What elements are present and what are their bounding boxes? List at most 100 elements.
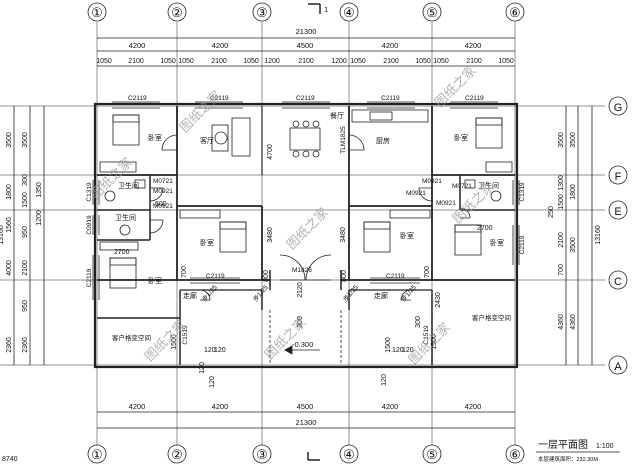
dim-left-inner: 950 <box>22 226 29 238</box>
dim-top-open: 2100 <box>383 58 399 65</box>
code-entry-door: M1826 <box>292 267 312 274</box>
drawing-title: 一层平面图 <box>538 439 588 451</box>
axis-col-4-bottom: ④ <box>343 447 355 462</box>
dim-interior: 2700 <box>114 249 130 256</box>
axis-row-c: C <box>614 276 622 288</box>
dim-top-open: 1050 <box>160 58 176 65</box>
code-sliding-door: TLM1825 <box>340 126 347 154</box>
axis-row-e: E <box>614 206 621 218</box>
room-bath-w2: 卫生间 <box>115 213 136 222</box>
dim-top-open: 2100 <box>298 58 314 65</box>
dim-bottom-bay-3: 4500 <box>297 402 314 411</box>
watermark: 图纸之家 <box>177 88 224 135</box>
dim-interior: 300 <box>297 316 304 328</box>
dim-right-inner: 2100 <box>558 232 565 248</box>
dim-bottom-bay-4: 4200 <box>382 402 399 411</box>
axis-col-2-bottom: ② <box>171 447 183 462</box>
dim-interior: 700 <box>181 266 188 278</box>
side-note: 8740 <box>2 456 18 463</box>
room-bed-center-w: 卧室 <box>200 238 214 247</box>
room-bed-nw: 卧室 <box>148 133 162 142</box>
dim-interior: 2430 <box>435 292 442 308</box>
dim-top-open: 1200 <box>264 58 280 65</box>
dim-right-outer: 4360 <box>570 314 577 330</box>
room-corridor-w: 走廊 <box>183 291 197 300</box>
dim-top-open: 2100 <box>128 58 144 65</box>
dim-left-outer: 2360 <box>6 337 13 353</box>
dim-interior: 120 <box>214 347 226 354</box>
code-window: C2119 <box>128 95 147 102</box>
axis-col-4: ④ <box>343 5 355 20</box>
code-window: C2119 <box>206 273 225 280</box>
code-window: C2119 <box>386 273 405 280</box>
dim-right-inner: 4360 <box>558 314 565 330</box>
dim-left-total: 13160 <box>0 225 5 245</box>
room-bed-sw: 卧室 <box>148 276 162 285</box>
axis-col-6-bottom: ⑥ <box>509 447 521 462</box>
drawing-scale: 1:100 <box>596 443 614 450</box>
room-kitchen: 厨房 <box>376 136 390 145</box>
dim-right-inner: 1300 <box>558 175 565 191</box>
room-bed-se: 卧室 <box>490 238 504 247</box>
axis-col-1-bottom: ① <box>91 447 103 462</box>
dim-top-open: 1050 <box>498 58 514 65</box>
dim-interior: 700 <box>424 266 431 278</box>
dim-left-outer: 3500 <box>6 132 13 148</box>
watermark: 图纸之家 <box>262 315 309 362</box>
area-note: 本层建筑面积：232.30M <box>538 455 598 463</box>
axis-col-2: ② <box>171 5 183 20</box>
dim-left-outer: 3500 <box>22 132 29 148</box>
axis-bubbles-right: G F E C A <box>608 96 628 375</box>
dim-right-outer: 1800 <box>570 184 577 200</box>
room-bath-e: 卫生间 <box>478 181 499 190</box>
dim-top-bay-1: 4200 <box>129 41 146 50</box>
dim-interior: 1500 <box>385 337 392 353</box>
axis-col-5: ⑤ <box>426 5 438 20</box>
code-window: C1319 <box>86 182 93 202</box>
room-gallery-e: 客户格变空间 <box>472 313 511 322</box>
dim-right-small: 250 <box>548 206 555 218</box>
dim-interior: 3480 <box>267 227 274 243</box>
dim-bottom-total: 21300 <box>296 418 317 427</box>
dim-left-outer: 4000 <box>6 260 13 276</box>
code-door: M0921 <box>436 200 456 207</box>
dim-top-open: 1200 <box>331 58 347 65</box>
dim-interior: 3480 <box>340 227 347 243</box>
room-dining: 餐厅 <box>330 111 344 120</box>
axis-col-5-bottom: ⑤ <box>426 447 438 462</box>
dim-interior: 120 <box>209 376 216 388</box>
dim-top-bay-3: 4500 <box>297 41 314 50</box>
dim-top-open: 1050 <box>415 58 431 65</box>
dim-left-small: 1200 <box>36 210 43 226</box>
code-window: C2119 <box>519 235 526 254</box>
dim-left-small: 1350 <box>36 182 43 198</box>
dim-right-total: 13160 <box>595 225 602 245</box>
dim-interior: 120 <box>381 374 388 386</box>
dim-top-open: 1050 <box>178 58 194 65</box>
dim-top-open: 1050 <box>96 58 112 65</box>
axis-row-f: F <box>615 171 622 183</box>
room-gallery-w: 客户格变空间 <box>112 333 151 342</box>
dim-interior: 120 <box>392 347 404 354</box>
axis-row-a: A <box>614 361 622 373</box>
dim-top-bay-5: 4200 <box>465 41 482 50</box>
section-mark: 1 <box>324 5 328 14</box>
dim-right-outer: 3500 <box>558 132 565 148</box>
room-living: 客厅 <box>200 136 214 145</box>
dim-left-inner: 2360 <box>22 337 29 353</box>
dim-right-outer: 3500 <box>570 237 577 253</box>
dim-right-outer: 3500 <box>570 132 577 148</box>
axis-bubbles-bottom: ① ② ③ ④ ⑤ ⑥ <box>87 444 525 464</box>
dim-interior: 800 <box>341 270 348 282</box>
dim-interior: 300 <box>415 316 422 328</box>
dim-interior: 1500 <box>171 334 178 350</box>
dim-left-inner: 2100 <box>22 260 29 276</box>
room-bed-center-e: 卧室 <box>400 231 414 240</box>
room-bed-ne: 卧室 <box>454 133 468 142</box>
code-door: M0721 <box>452 183 472 190</box>
dim-top-bay-2: 4200 <box>212 41 229 50</box>
room-bath-w1: 卫生间 <box>118 181 139 190</box>
dim-top-total: 21300 <box>296 27 317 36</box>
dim-right-inner: 700 <box>558 264 565 276</box>
